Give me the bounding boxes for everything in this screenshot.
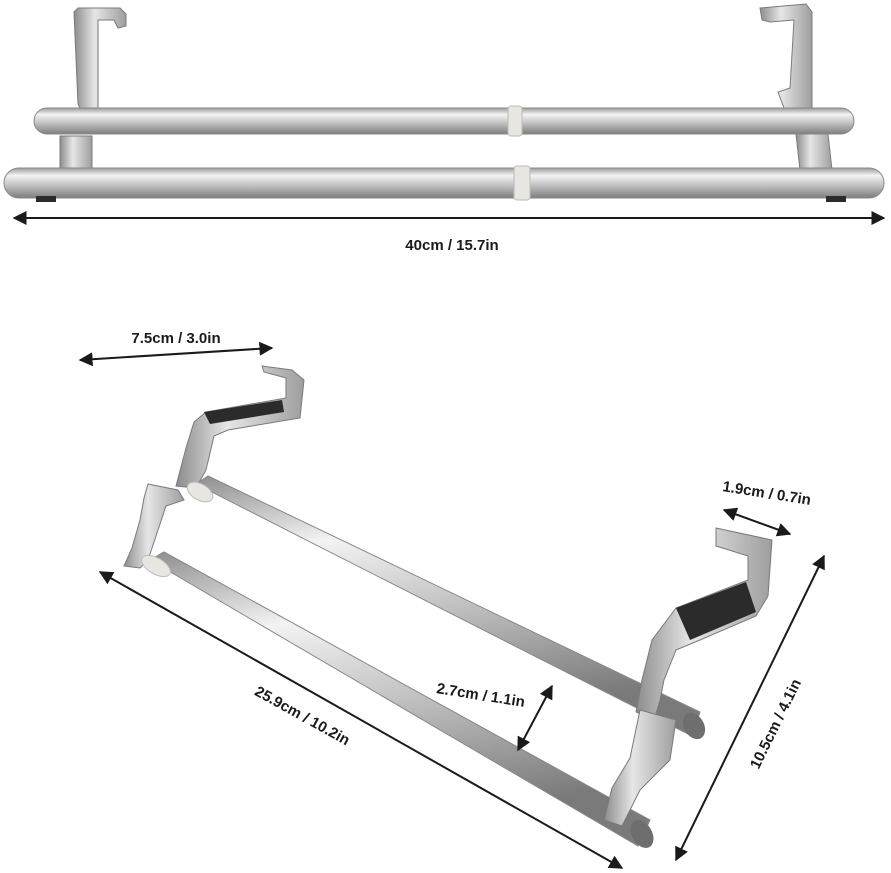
bar-length-arrow: [98, 571, 624, 869]
front-rod-end-cap: [630, 820, 654, 848]
rack-height-arrow: [675, 554, 825, 862]
top-right-hook-lower: [795, 133, 833, 171]
bar-spacing-label: 2.7cm / 1.1in: [435, 680, 526, 711]
top-left-foot: [36, 196, 56, 202]
hook-width-label: 1.9cm / 0.7in: [721, 478, 812, 509]
top-view-towel-bar: [3, 3, 885, 202]
hook-depth-label: 7.5cm / 3.0in: [131, 330, 220, 347]
top-right-foot: [826, 196, 846, 202]
back-rod-collar: [186, 481, 214, 503]
hook-width-arrow: [722, 507, 792, 537]
top-left-hook-lower: [59, 135, 93, 169]
rack-height-label: 10.5cm / 4.1in: [747, 676, 805, 771]
top-lower-rod: [3, 167, 885, 199]
top-left-hook: [73, 7, 127, 113]
top-lower-rod-collar: [513, 165, 531, 201]
top-upper-rod: [33, 107, 855, 135]
back-left-hook: [175, 365, 305, 489]
perspective-view-towel-bar: [123, 365, 773, 848]
back-left-pad: [204, 400, 284, 424]
front-left-hook: [123, 483, 185, 569]
bar-length-label: 25.9cm / 10.2in: [252, 683, 353, 749]
top-upper-rod-collar: [507, 105, 523, 137]
right-hook-lower: [603, 709, 677, 827]
front-rod: [149, 551, 651, 847]
hook-depth-arrow: [78, 341, 274, 367]
total-length-label: 40cm / 15.7in: [405, 237, 498, 254]
top-right-hook: [759, 3, 813, 113]
